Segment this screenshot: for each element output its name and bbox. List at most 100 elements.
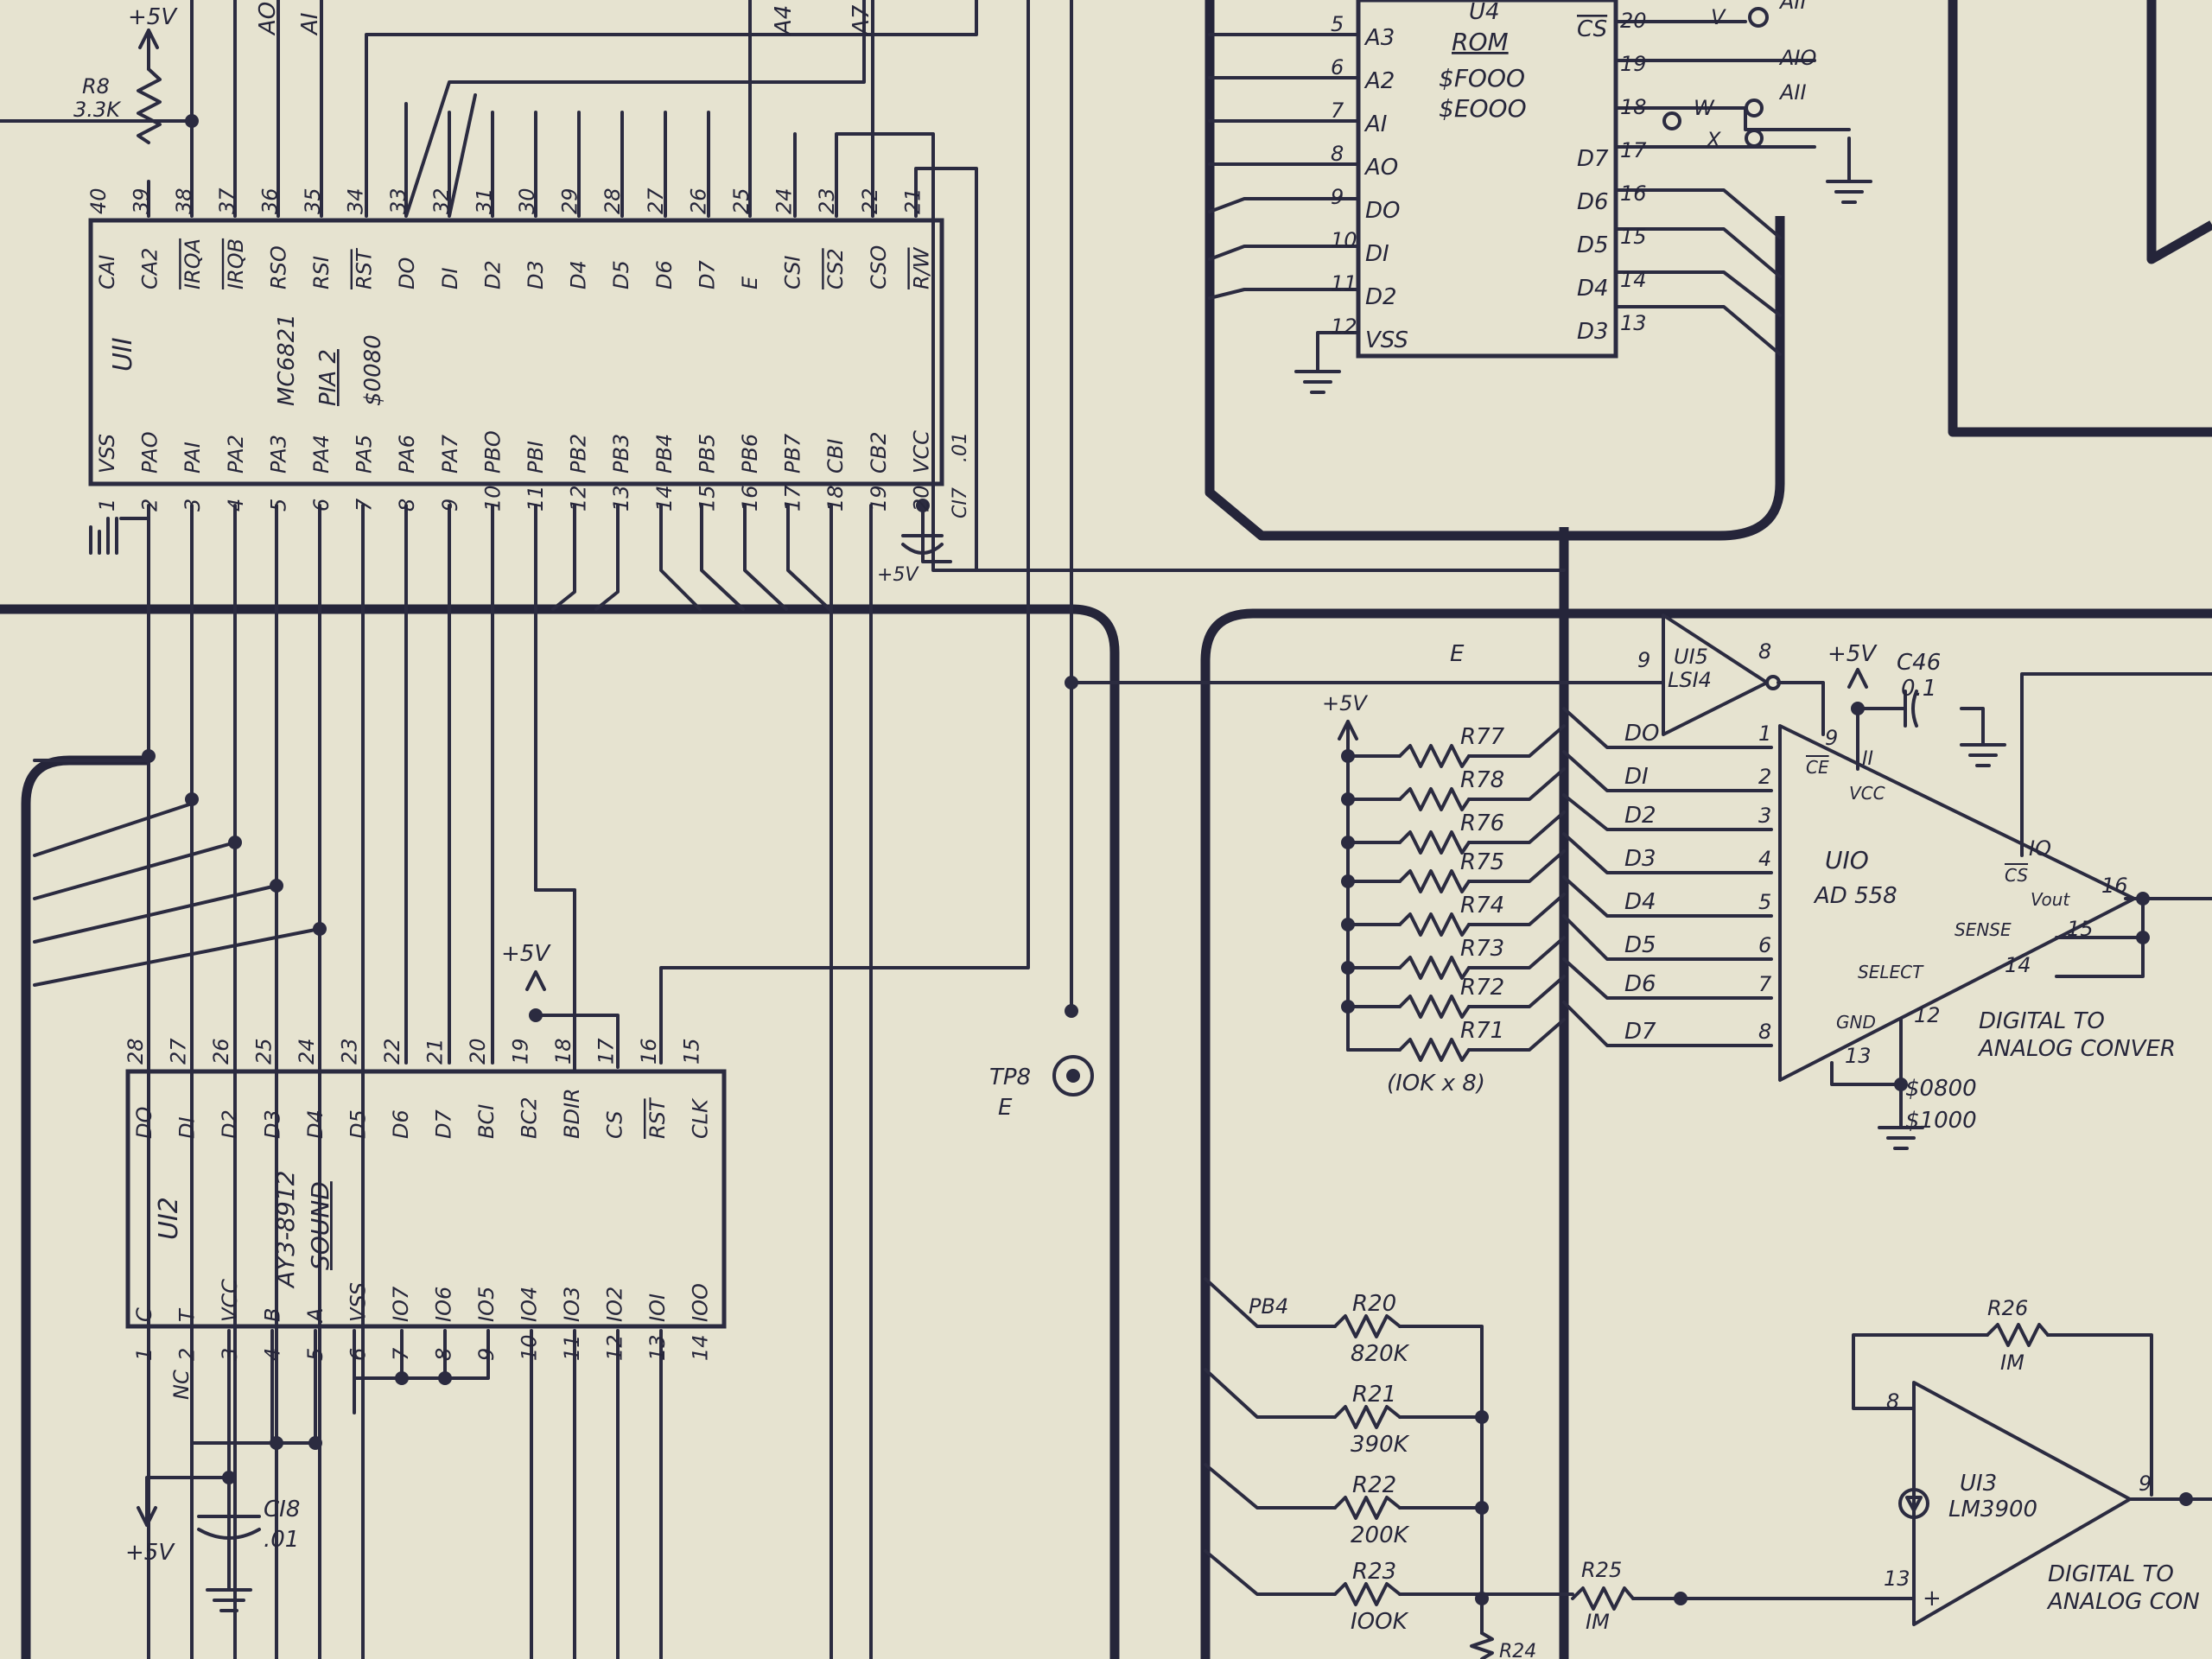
pullup-resistor-symbol [1398, 1038, 1471, 1062]
dac-bus-label: DI [1624, 764, 1649, 790]
tp8-ref: TP8 [989, 1065, 1031, 1090]
u11-part: MC6821 [274, 314, 300, 406]
u10-gnd-pin-a: 12 [1914, 1003, 1941, 1027]
u11-pin-sig: IRQA [181, 238, 205, 289]
vplus-label-c46: +5V [1827, 641, 1878, 667]
u4-pin-sig: D3 [1577, 319, 1609, 345]
u12-pin-num: 8 [432, 1348, 456, 1361]
u10-in-pin: 8 [1758, 1020, 1771, 1044]
u4-part: ROM [1452, 28, 1509, 56]
ladder-value: 200K [1351, 1522, 1410, 1548]
u10-select-pin: 14 [2005, 953, 2031, 977]
pullup-resistor-symbol [1398, 869, 1471, 893]
u15-ref: UI5 [1674, 645, 1708, 669]
pullup-resistor-symbol [1398, 912, 1471, 937]
u11-pin-sig: PA4 [309, 435, 334, 474]
ladder-resistor-symbol [1333, 1582, 1402, 1606]
u4-addr2: $EOOO [1439, 94, 1527, 123]
r8-value: 3.3K [73, 98, 122, 122]
u11-pin-num: 34 [344, 188, 368, 214]
vplus-label-u12: +5V [501, 941, 551, 967]
u11-pin-num: 18 [823, 485, 848, 512]
c17-value: .01 [950, 432, 971, 462]
u4-pin-num: 6 [1331, 55, 1344, 79]
tp8-testpoint[interactable]: TP8 E [989, 1055, 1094, 1121]
pullup-value: (IOK x 8) [1387, 1071, 1485, 1096]
u13-plus-sign: + [1923, 1586, 1942, 1611]
u12-ref: UI2 [154, 1197, 184, 1240]
vplus-label-r8: +5V [128, 4, 178, 30]
u11-pin-sig: PAO [138, 431, 162, 474]
u10-select: SELECT [1858, 962, 1924, 982]
u11-pia-chip: 40CAI39CA238IRQA37IRQB36RSO35RSI34RST33D… [86, 188, 944, 512]
u11-pin-num: 12 [567, 485, 591, 512]
u10-vcc-pin: II [1862, 748, 1873, 770]
u11-pin-sig: PB7 [781, 433, 805, 474]
u4-pin-sig: AO [1363, 155, 1398, 181]
u12-pin-sig: IO6 [432, 1287, 456, 1322]
u11-pin-num: 35 [301, 188, 325, 214]
net-label-a4: A4 [771, 5, 797, 36]
u12-pin-num: 26 [209, 1038, 233, 1065]
u12-pin-sig: IO4 [518, 1287, 542, 1322]
u12-pin-sig: CLK [689, 1097, 713, 1139]
jumper-net-a11-top: AII [1778, 0, 1807, 14]
u11-pin-num: 19 [867, 485, 891, 512]
u13-pin-plus: 13 [1884, 1567, 1910, 1591]
u11-pin-num: 28 [601, 188, 625, 214]
u12-pin-num: 12 [603, 1334, 627, 1361]
pullup-ref: R78 [1460, 767, 1504, 793]
u15-in-pin: 9 [1637, 648, 1650, 672]
net-label-a7: A7 [849, 4, 874, 36]
u11-pin-num: 40 [86, 188, 111, 214]
dac-bus-label: D6 [1624, 971, 1656, 997]
u10-cs: CS [2005, 865, 2028, 886]
u11-pin-sig: PA5 [353, 435, 377, 474]
u11-pin-num: 38 [172, 188, 196, 214]
u10-sense: SENSE [1955, 919, 2012, 940]
u10-in-pin: 3 [1758, 804, 1771, 828]
u4-pin-sig: CS [1577, 16, 1607, 42]
u12-nc: NC [169, 1370, 194, 1400]
u11-pin-sig: D5 [609, 260, 633, 289]
u10-in-pin: 1 [1758, 721, 1771, 746]
u12-pin-num: 1 [132, 1348, 156, 1361]
u11-pin-num: 2 [138, 499, 162, 512]
u10-vout-pin: 16 [2101, 874, 2128, 898]
u4-pin-num: 20 [1620, 9, 1647, 33]
u12-pin-num: 27 [167, 1038, 191, 1065]
u10-vcc: VCC [1849, 783, 1885, 804]
u10-part: AD 558 [1813, 883, 1897, 909]
pullup-resistor-symbol [1398, 744, 1471, 768]
u12-pin-num: 23 [338, 1038, 362, 1065]
u11-pin-num: 20 [909, 485, 933, 512]
u11-pin-sig: PA3 [266, 435, 290, 474]
u4-pin-num: 10 [1331, 228, 1357, 252]
u11-pin-sig: R/W [909, 246, 933, 289]
pullup-ref: R75 [1460, 849, 1504, 875]
u12-pin-sig: BCI [474, 1104, 499, 1139]
u4-pin-num: 15 [1620, 225, 1647, 249]
u11-pin-sig: VCC [909, 430, 933, 474]
dac-bus-label: DO [1624, 721, 1660, 747]
u13-title1: DIGITAL TO [2048, 1561, 2174, 1587]
u11-pin-sig: IRQB [224, 238, 248, 289]
u11-pin-num: 11 [524, 485, 548, 512]
u12-pin-num: 16 [637, 1038, 661, 1065]
u11-pin-num: 4 [224, 499, 248, 512]
ladder-resistor-symbol [1333, 1314, 1402, 1338]
u12-pin-num: 20 [466, 1038, 490, 1065]
net-label-a1: AI [297, 13, 323, 36]
dac-bus-label: D5 [1624, 932, 1656, 958]
u4-pin-num: 17 [1620, 138, 1647, 162]
u4-pin-num: 19 [1620, 52, 1647, 76]
pullup-ref: R71 [1460, 1018, 1504, 1044]
u12-function: SOUND [306, 1181, 334, 1270]
u11-pin-sig: RSO [266, 245, 290, 289]
ladder-resistor-symbol [1333, 1496, 1402, 1520]
u12-pin-num: 11 [560, 1334, 584, 1361]
u4-pin-sig: DI [1365, 241, 1389, 267]
